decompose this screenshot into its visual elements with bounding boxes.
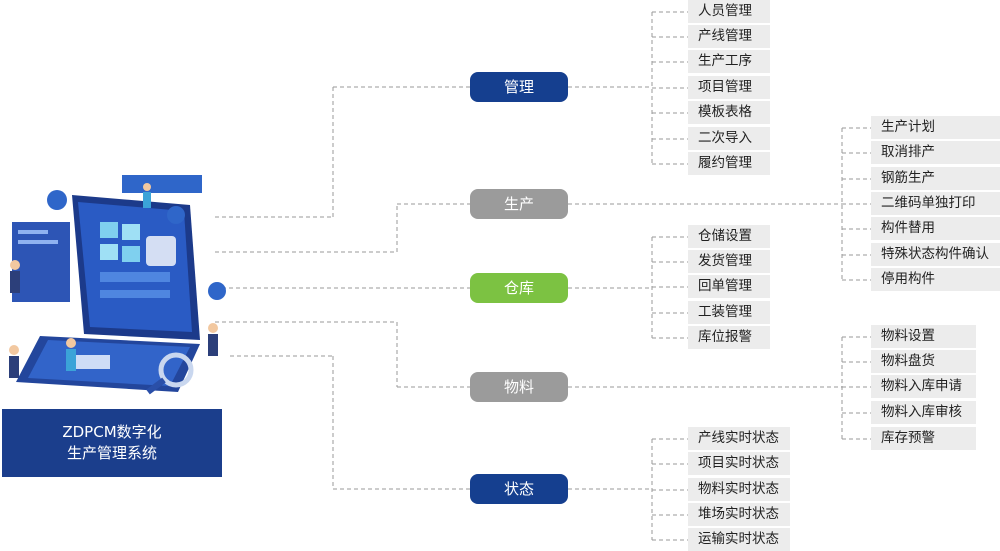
category-production: 生产 bbox=[470, 189, 568, 219]
system-title-line1: ZDPCM数字化 bbox=[62, 423, 162, 441]
leaf-status-3: 物料实时状态 bbox=[688, 478, 790, 501]
category-material: 物料 bbox=[470, 372, 568, 402]
leaf-management-2: 产线管理 bbox=[688, 25, 770, 48]
leaf-production-4: 二维码单独打印 bbox=[871, 192, 1000, 215]
leaf-production-5: 构件替用 bbox=[871, 217, 1000, 240]
www-panel-shape bbox=[122, 175, 202, 193]
leaf-material-4: 物料入库审核 bbox=[871, 401, 976, 424]
leaf-material-2: 物料盘货 bbox=[871, 350, 976, 373]
category-management: 管理 bbox=[470, 72, 568, 102]
category-warehouse: 仓库 bbox=[470, 273, 568, 303]
leaf-production-7: 停用构件 bbox=[871, 268, 1000, 291]
leaf-warehouse-3: 回单管理 bbox=[688, 275, 770, 298]
leaf-management-6: 二次导入 bbox=[688, 127, 770, 150]
leaf-material-3: 物料入库申请 bbox=[871, 375, 976, 398]
leaf-production-6: 特殊状态构件确认 bbox=[871, 243, 1000, 266]
leaf-status-1: 产线实时状态 bbox=[688, 427, 790, 450]
leaf-material-1: 物料设置 bbox=[871, 325, 976, 348]
leaf-management-3: 生产工序 bbox=[688, 50, 770, 73]
leaf-management-7: 履约管理 bbox=[688, 152, 770, 175]
leaf-management-1: 人员管理 bbox=[688, 0, 770, 23]
leaf-warehouse-2: 发货管理 bbox=[688, 250, 770, 273]
left-panel-shape bbox=[12, 222, 70, 302]
leaf-management-5: 模板表格 bbox=[688, 101, 770, 124]
leaf-status-4: 堆场实时状态 bbox=[688, 503, 790, 526]
leaf-warehouse-5: 库位报警 bbox=[688, 326, 770, 349]
system-title-line2: 生产管理系统 bbox=[66, 444, 157, 462]
leaf-management-4: 项目管理 bbox=[688, 76, 770, 99]
leaf-material-5: 库存预警 bbox=[871, 427, 976, 450]
category-status: 状态 bbox=[470, 474, 568, 504]
leaf-status-2: 项目实时状态 bbox=[688, 452, 790, 475]
leaf-status-5: 运输实时状态 bbox=[688, 528, 790, 551]
system-title-box: ZDPCM数字化 生产管理系统 bbox=[2, 409, 222, 477]
leaf-production-1: 生产计划 bbox=[871, 116, 1000, 139]
leaf-production-2: 取消排产 bbox=[871, 141, 1000, 164]
laptop-illustration bbox=[9, 175, 226, 395]
magnifier-shape bbox=[158, 352, 194, 388]
leaf-warehouse-1: 仓储设置 bbox=[688, 225, 770, 248]
leaf-warehouse-4: 工装管理 bbox=[688, 301, 770, 324]
leaf-production-3: 钢筋生产 bbox=[871, 167, 1000, 190]
